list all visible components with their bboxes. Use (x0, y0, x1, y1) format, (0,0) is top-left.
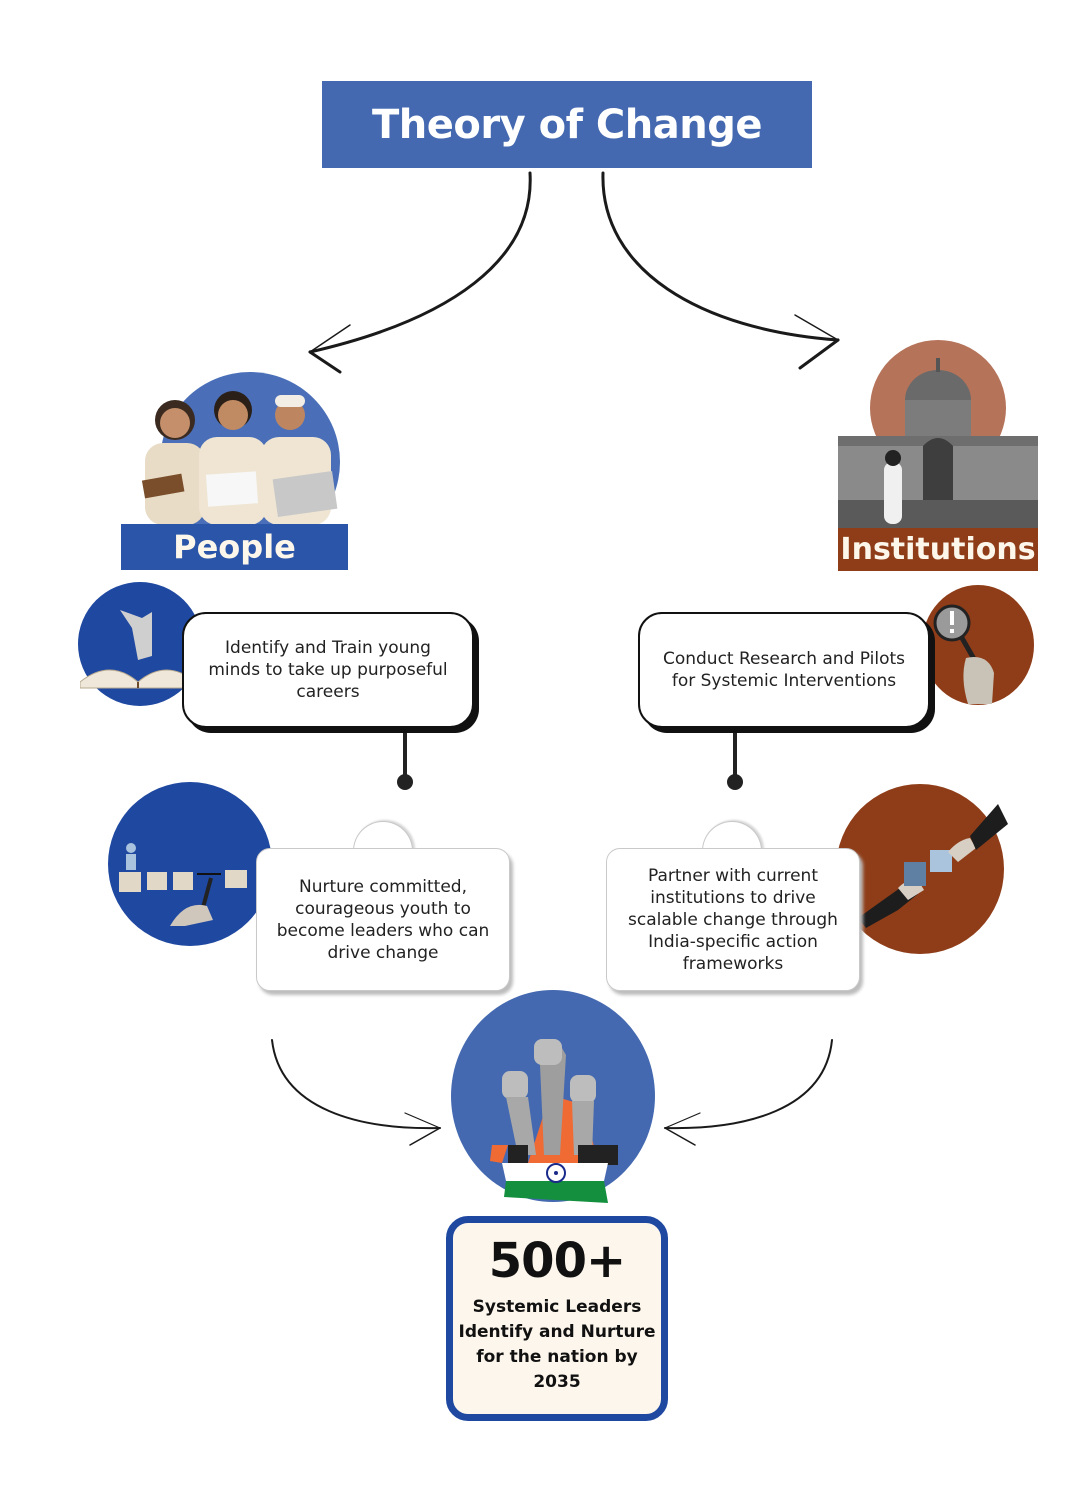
title-banner: Theory of Change (322, 81, 812, 168)
people-step1-card: Identify and Train young minds to take u… (182, 612, 474, 728)
goal-number: 500+ (488, 1233, 626, 1289)
people-label: People (121, 524, 348, 570)
people-connector-dot (397, 774, 413, 790)
goal-box: 500+ Systemic Leaders Identify and Nurtu… (446, 1216, 668, 1421)
people-step2-text: Nurture committed, courageous youth to b… (276, 876, 490, 963)
institutions-step2-card: Partner with current institutions to dri… (606, 848, 860, 991)
arrow-head-institutions-bottom (798, 338, 840, 370)
institutions-step1-card: Conduct Research and Pilots for Systemic… (638, 612, 930, 728)
institutions-connector-line (733, 733, 737, 778)
puzzle-pieces-hands-icon (858, 804, 1008, 928)
people-step1-text: Identify and Train young minds to take u… (208, 638, 448, 702)
institutions-step2-text: Partner with current institutions to dri… (628, 865, 838, 974)
arrow-head-institutions-top (794, 314, 839, 341)
arrow-head-people-top (309, 324, 351, 353)
arrow-head-left-goal-top (404, 1112, 441, 1129)
people-connector-line (403, 733, 407, 778)
magnifying-glass-icon (933, 604, 994, 704)
arrow-head-left-goal-bottom (409, 1127, 441, 1146)
institutions-photo-icon (838, 358, 1038, 528)
institutions-label-text: Institutions (840, 532, 1036, 567)
goal-text: Systemic Leaders Identify and Nurture fo… (458, 1297, 656, 1392)
people-label-text: People (173, 528, 296, 566)
arrow-left-to-goal (271, 1039, 441, 1130)
arrow-head-right-goal-bottom (664, 1127, 696, 1146)
people-photo-icon (141, 391, 338, 525)
institutions-connector-dot (727, 774, 743, 790)
arrow-head-people-bottom (308, 350, 342, 374)
arrow-right-to-goal (664, 1039, 833, 1130)
stepping-blocks-icon (119, 843, 247, 926)
institutions-label: Institutions (838, 528, 1038, 571)
arrow-head-right-goal-top (664, 1112, 701, 1129)
institutions-step1-text: Conduct Research and Pilots for Systemic… (662, 649, 906, 691)
page-title: Theory of Change (372, 101, 762, 148)
arrow-to-people (308, 171, 532, 354)
book-pointing-hand-icon (80, 610, 197, 689)
raised-fists-flag-icon (490, 1039, 618, 1203)
arrow-to-institutions (601, 171, 840, 342)
people-step2-card: Nurture committed, courageous youth to b… (256, 848, 510, 991)
